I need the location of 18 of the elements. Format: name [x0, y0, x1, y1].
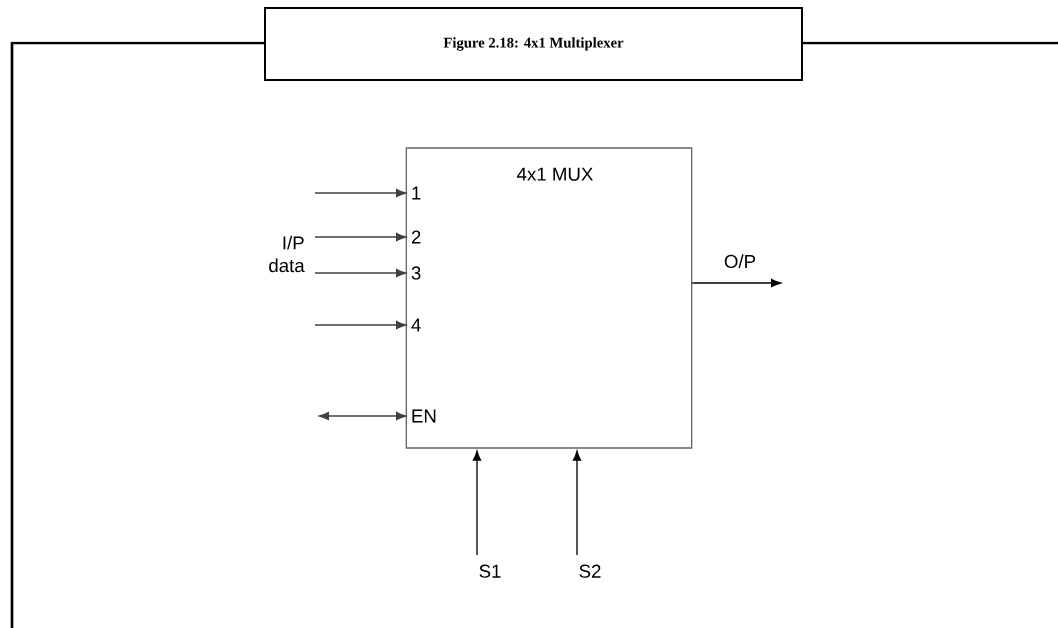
pin-label: EN — [412, 409, 436, 423]
arrow — [314, 320, 406, 330]
arrow — [314, 188, 406, 198]
arrow — [314, 268, 406, 278]
signal-label: S2 — [579, 564, 601, 578]
input-label: I/P data — [269, 235, 305, 273]
pin-label: 1 — [412, 186, 421, 200]
arrow — [572, 450, 582, 556]
pin-label: 2 — [411, 230, 421, 244]
arrow — [691, 278, 781, 288]
arrow — [472, 450, 482, 556]
arrow — [314, 232, 406, 242]
pin-label: 4 — [411, 318, 421, 332]
title-box: Figure 2.18: 4x1 Multiplexer — [264, 7, 803, 81]
signal-label: S1 — [479, 564, 501, 578]
arrow — [319, 411, 406, 421]
pin-label: 3 — [411, 266, 421, 280]
edge-label: O/P — [724, 254, 756, 269]
